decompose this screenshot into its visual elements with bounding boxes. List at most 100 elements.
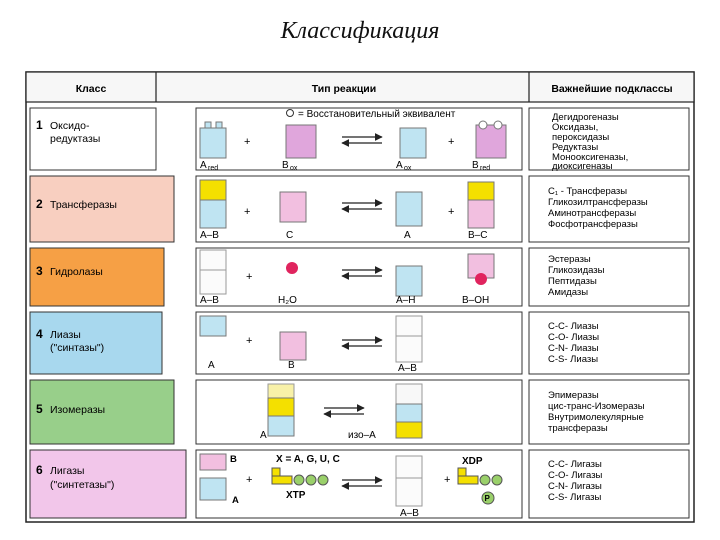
class-cell-6: [29, 449, 187, 519]
plus-sign: +: [244, 206, 250, 218]
class-name: редуктазы: [50, 133, 100, 145]
table-header: [25, 71, 695, 103]
molecule-label: A: [208, 360, 215, 371]
plus-sign: +: [244, 136, 250, 148]
subclass-cell-1: [528, 107, 690, 171]
molecule-block: [285, 124, 317, 159]
subclass-item: Пептидазы: [548, 276, 597, 287]
class-cell-2: [29, 175, 175, 243]
molecule-block: [395, 455, 423, 479]
subclass-cell-2: [528, 175, 690, 243]
molecule-block: [267, 383, 295, 399]
molecule-block: [395, 477, 423, 507]
molecule-label: red: [208, 165, 218, 172]
molecule-label: B: [282, 160, 289, 171]
molecule-label: B: [288, 360, 295, 371]
enzyme-classification-diagram: Класс Тип реакции Важнейшие подклассы 1 …: [25, 71, 695, 523]
class-number: 3: [36, 264, 43, 278]
subclass-item: Гликозидазы: [548, 265, 605, 276]
class-cell-5: [29, 379, 175, 445]
class-number: 5: [36, 402, 43, 416]
class-number: 6: [36, 463, 43, 477]
plus-sign: +: [246, 474, 252, 486]
molecule-label: A–B: [200, 295, 219, 306]
molecule-block: [199, 477, 227, 501]
row-3: 3 Гидролазы + A–B H₂O A–H B–OH Эстеразы …: [29, 247, 690, 307]
equivalent-icon: [286, 109, 294, 117]
nucleotide-note: X = A, G, U, C: [276, 454, 340, 465]
molecule-label: B–C: [468, 230, 487, 241]
molecule-block: [467, 181, 495, 201]
molecule-label: A: [260, 430, 267, 441]
subclass-item: цис-транс-Изомеразы: [548, 401, 645, 412]
molecule-block: [267, 397, 295, 417]
molecule-block: [467, 199, 495, 229]
plus-sign: +: [444, 474, 450, 486]
molecule-block: [199, 315, 227, 337]
class-name: Трансферазы: [50, 199, 117, 211]
molecule-block: [199, 249, 227, 271]
molecule-block: [395, 403, 423, 423]
molecule-label: A–B: [398, 363, 417, 374]
subclass-item: C-S- Лигазы: [548, 492, 601, 503]
plus-sign: +: [246, 271, 252, 283]
row-6: 6 Лигазы ("синтетазы") B A + X = A, G, U…: [29, 449, 690, 519]
molecule-label: ox: [404, 165, 412, 172]
molecule-block: [199, 179, 227, 201]
subclass-item: Редуктазы: [552, 142, 598, 153]
molecule-block: [395, 265, 423, 297]
molecule-block: [267, 415, 295, 437]
molecule-label: XDP: [462, 456, 483, 467]
phosphate-icon: [317, 474, 329, 486]
class-name: Лиазы: [50, 329, 81, 341]
molecule-block: [279, 331, 307, 361]
header-class: Класс: [76, 83, 107, 95]
subclass-item: Гликозилтрансферазы: [548, 197, 648, 208]
subclass-item: Дегидрогеназы: [552, 112, 619, 123]
molecule-label: B: [472, 160, 479, 171]
molecule-label: B–OH: [462, 295, 489, 306]
class-name: Оксидо-: [50, 120, 90, 132]
class-name: ("синтазы"): [50, 342, 104, 354]
subclass-cell-5: [528, 379, 690, 445]
subclass-item: пероксидазы: [552, 132, 609, 143]
subclass-item: C-N- Лигазы: [548, 481, 602, 492]
reaction-cell-3: [195, 247, 523, 307]
class-cell-4: [29, 311, 163, 375]
molecule-label: B: [230, 454, 237, 465]
equivalent-note: = Восстановительный эквивалент: [298, 109, 456, 120]
class-name: Лигазы: [50, 465, 84, 477]
reaction-cell-6: [195, 449, 523, 519]
molecule-label: C: [286, 230, 293, 241]
phosphate-icon: [293, 474, 305, 486]
phosphate-icon: [479, 474, 491, 486]
molecule-label: изо–A: [348, 430, 376, 441]
molecule-block: [395, 383, 423, 405]
molecule-block: [395, 315, 423, 337]
class-name: Изомеразы: [50, 404, 105, 416]
plus-sign: +: [246, 335, 252, 347]
subclass-item: C-S- Лиазы: [548, 354, 598, 365]
subclass-item: диоксигеназы: [552, 161, 613, 172]
page-title: Классификация: [280, 18, 440, 44]
molecule-label: A–B: [200, 230, 219, 241]
row-5: 5 Изомеразы A изо–A Эпимеразы цис-транс-…: [29, 379, 690, 445]
subclass-item: трансферазы: [548, 423, 608, 434]
molecule-block: [199, 269, 227, 295]
row-2: 2 Трансферазы + + A–B C A B–C C₁ - Транс…: [29, 175, 690, 243]
subclass-item: Фосфотрансферазы: [548, 219, 638, 230]
subclass-item: C₁ - Трансферазы: [548, 186, 627, 197]
class-cell-1: [29, 107, 157, 171]
molecule-label: P: [485, 494, 491, 503]
phosphate-icon: [305, 474, 317, 486]
molecule-label: ox: [290, 165, 298, 172]
subclass-cell-4: [528, 311, 690, 375]
molecule-label: A–B: [400, 508, 419, 519]
class-cell-3: [29, 247, 165, 307]
class-name: ("синтетазы"): [50, 479, 114, 491]
subclass-item: Монооксигеназы,: [552, 152, 628, 163]
molecule-label: XTP: [286, 490, 306, 501]
plus-sign: +: [448, 206, 454, 218]
header-reaction: Тип реакции: [312, 83, 376, 95]
water-molecule: [286, 262, 298, 274]
